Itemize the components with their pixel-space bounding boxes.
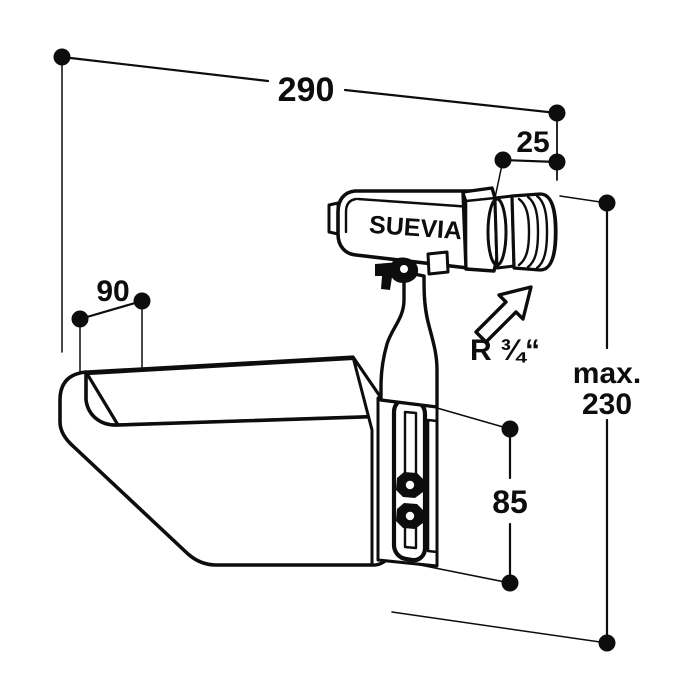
- dimension-85-label: 85: [492, 484, 528, 520]
- connector-thread-groove-2: [526, 195, 540, 269]
- bracket-hex-bolt-lower: [396, 503, 424, 529]
- dimension-bowl-width: 90: [71, 275, 151, 401]
- valve-cylinder: [336, 189, 482, 270]
- bowl-top-face: [84, 355, 394, 427]
- bracket-right-rib: [426, 418, 439, 554]
- connector-thread-groove-1: [517, 197, 531, 267]
- connector-seal-ring: [486, 197, 508, 267]
- valve-lever-pivot: [400, 265, 408, 273]
- bowl-top-rim-edge: [86, 357, 354, 376]
- dimension-90-dot-right: [133, 292, 151, 310]
- dimension-max230-dot-bottom: [598, 634, 616, 652]
- callout-thread-size: R ¾“: [470, 285, 540, 367]
- dimension-max230-dot-top: [598, 194, 616, 212]
- dimension-25-line: [501, 158, 559, 164]
- dimension-290-line-left: [60, 55, 270, 83]
- arm-inner-edge: [422, 274, 439, 372]
- dimension-25-dot-right: [548, 153, 566, 171]
- part-mounting-bracket: [376, 396, 439, 568]
- bowl-fold-line: [72, 445, 190, 556]
- part-threaded-inlet-connector: [461, 186, 558, 273]
- bowl-front-body: [58, 370, 394, 567]
- dimension-max230-bottom-leader: [391, 611, 608, 644]
- part-drinking-bowl: [58, 355, 394, 567]
- hex-bolt-lower-center: [403, 509, 417, 523]
- valve-cap-inner-edge: [344, 197, 358, 234]
- part-connecting-arm: [379, 270, 439, 409]
- thread-size-label: R ¾“: [470, 334, 540, 367]
- dimension-290-label: 290: [278, 71, 335, 109]
- valve-top-edge: [356, 197, 474, 209]
- part-valve-lever: [375, 250, 450, 290]
- dimension-overall-length: 290: [53, 48, 566, 353]
- dimension-85-dot-top: [501, 420, 519, 438]
- dimension-max230-value-label: 230: [582, 388, 632, 421]
- dimension-90-line: [78, 299, 144, 321]
- thread-size-arrow-icon: [474, 285, 533, 344]
- connector-thread-groove-4: [544, 193, 557, 271]
- dimension-85-dot-bottom: [501, 574, 519, 592]
- dimension-290-line-right: [343, 88, 559, 115]
- dimension-90-label: 90: [96, 275, 129, 308]
- arm-body: [379, 270, 439, 409]
- dimension-290-dot-left: [53, 48, 71, 66]
- part-valve-body: SUEVIA: [327, 189, 482, 270]
- hex-bolt-upper-center: [403, 478, 417, 492]
- dimension-25-dot-left: [494, 151, 512, 169]
- bracket-hex-bolt-upper: [396, 472, 424, 498]
- dimension-max230-prefix-label: max.: [573, 357, 641, 390]
- connector-flange-top-edge: [464, 196, 497, 203]
- connector-thread-groove-3: [535, 194, 549, 270]
- dimension-25-label: 25: [516, 126, 549, 159]
- dimension-90-dot-left: [71, 310, 89, 328]
- dimension-max-height: max. 230: [391, 194, 641, 652]
- dimension-85-upper-leader: [436, 407, 511, 430]
- valve-brand-label: SUEVIA: [368, 211, 463, 245]
- valve-mount-block: [426, 250, 450, 276]
